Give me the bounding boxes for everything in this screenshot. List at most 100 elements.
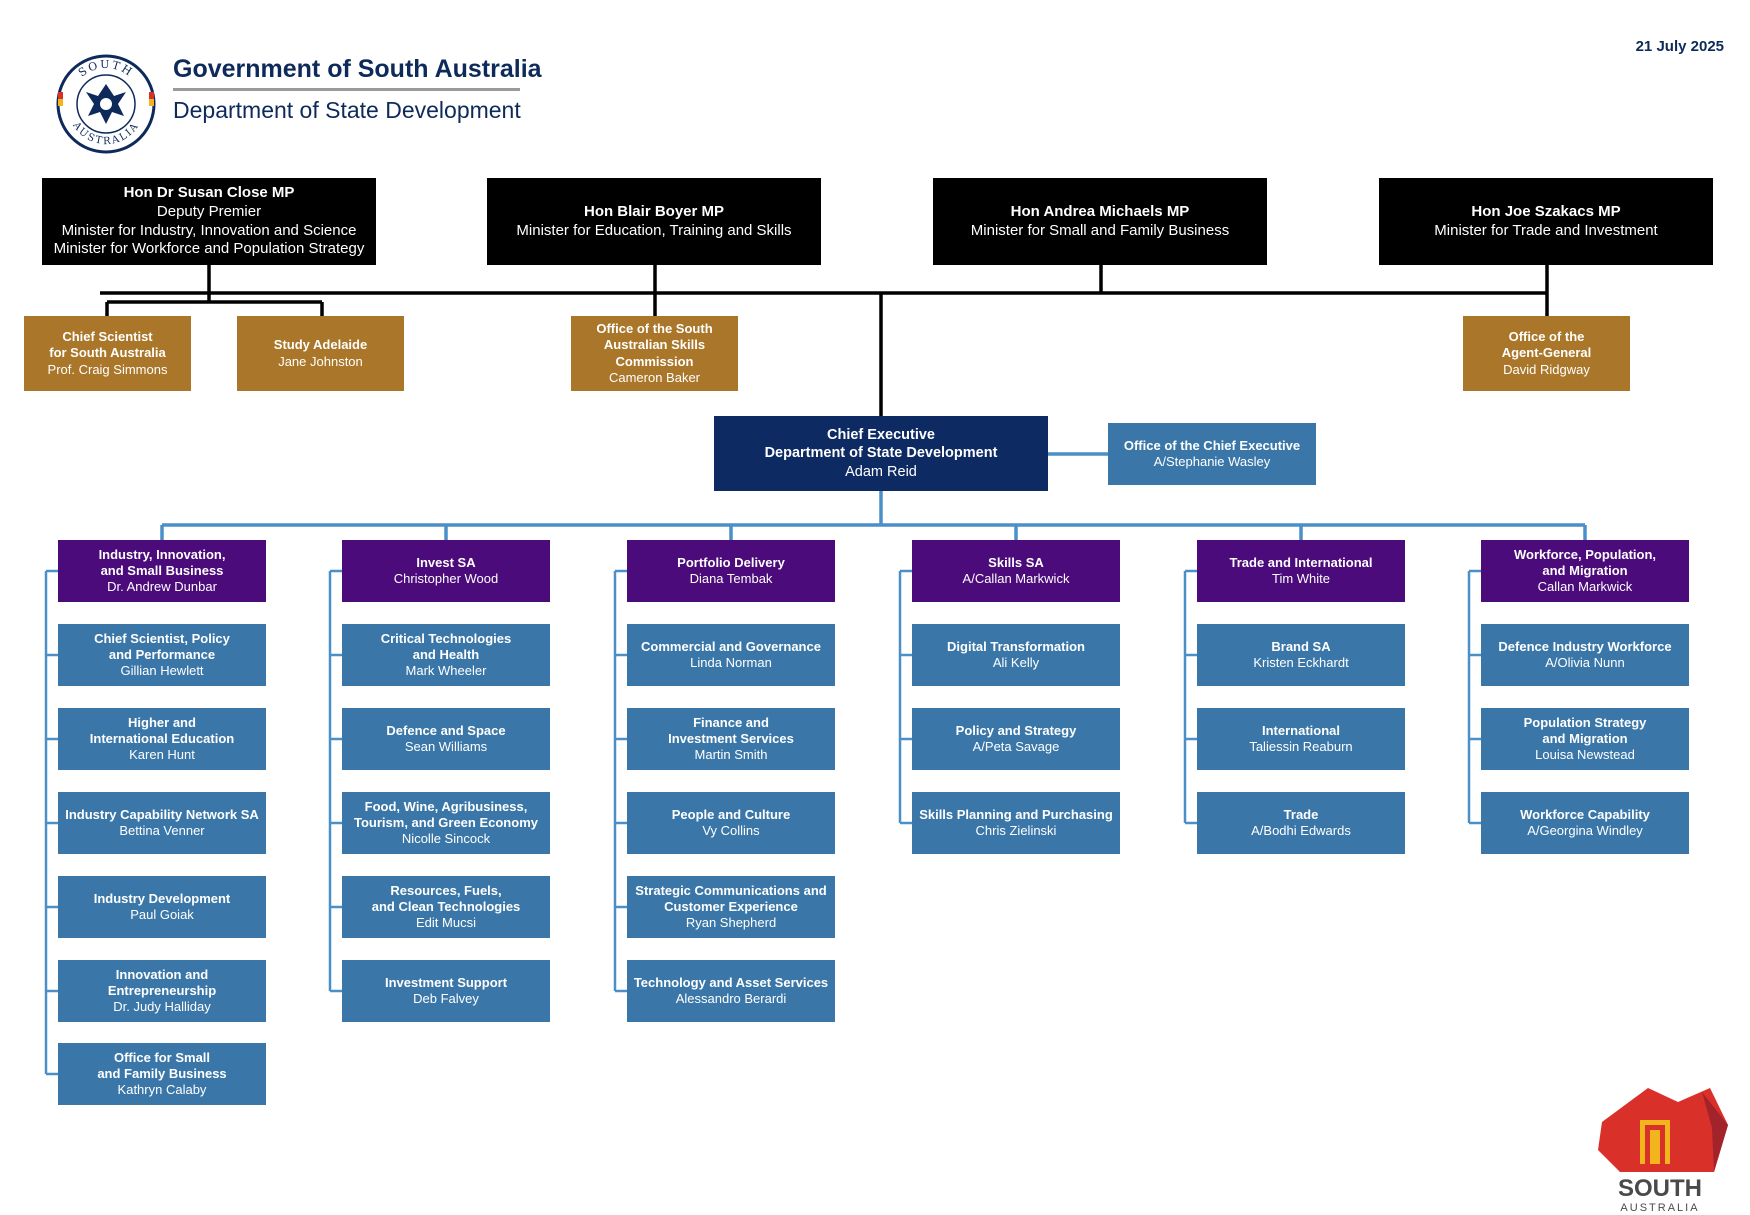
branch-title: Critical Technologies [380, 630, 512, 646]
branch-title: Industry Capability Network SA [65, 806, 259, 822]
branch-title: Policy and Strategy [955, 722, 1077, 738]
branch-title: and Performance [108, 646, 216, 662]
agency-title: Agent-General [1501, 345, 1592, 361]
branch-title: Digital Transformation [947, 638, 1085, 654]
branch-title: Entrepreneurship [107, 982, 217, 998]
division-title: and Small Business [100, 562, 224, 578]
government-title: Government of South Australia [173, 55, 542, 83]
branch-title: Tourism, and Green Economy [354, 814, 538, 830]
minister-portfolio: Minister for Trade and Investment [1434, 221, 1658, 239]
branch-title: Skills Planning and Purchasing [919, 806, 1113, 822]
agency-title: Australian Skills [603, 337, 706, 353]
agency-title: Chief Scientist [62, 329, 153, 345]
branch-box: Food, Wine, Agribusiness,Tourism, and Gr… [342, 792, 550, 854]
chart-date: 21 July 2025 [1635, 38, 1724, 55]
branch-title: Investment Support [384, 974, 508, 990]
branch-head: Bettina Venner [119, 823, 205, 838]
branch-title: and Health [412, 646, 480, 662]
division-title: Skills SA [988, 554, 1044, 570]
south-australia-logo: SOUTH AUSTRALIA [1598, 1088, 1728, 1214]
state-seal-icon: SOUTH AUSTRALIA [56, 54, 156, 154]
exec-title: Department of State Development [764, 445, 998, 462]
branch-title: and Clean Technologies [371, 898, 521, 914]
division-title: Portfolio Delivery [677, 554, 785, 570]
branch-title: Technology and Asset Services [633, 974, 829, 990]
division-head: Christopher Wood [393, 571, 499, 586]
branch-head: A/Peta Savage [972, 739, 1060, 754]
branch-title: People and Culture [671, 806, 791, 822]
minister-portfolio: Minister for Industry, Innovation and Sc… [61, 221, 357, 239]
agency-title: Office of the South [596, 321, 713, 336]
branch-head: Alessandro Berardi [675, 991, 787, 1006]
agency-head: David Ridgway [1503, 361, 1590, 377]
branch-head: Kristen Eckhardt [1253, 655, 1349, 670]
agency-head: Jane Johnston [278, 353, 363, 369]
branch-title: and Migration [1542, 730, 1628, 746]
exec-name: Adam Reid [845, 463, 917, 480]
agency-title: Study Adelaide [273, 337, 368, 353]
branch-head: Vy Collins [702, 823, 760, 838]
minister-name: Hon Joe Szakacs MP [1471, 202, 1621, 220]
branch-title: Finance and [693, 714, 769, 730]
office-title: Office of the Chief Executive [1123, 437, 1301, 453]
branch-title: Industry Development [93, 890, 231, 906]
agency-head: Prof. Craig Simmons [47, 361, 168, 377]
branch-head: Chris Zielinski [975, 823, 1057, 838]
minister-portfolio: Minister for Small and Family Business [970, 221, 1230, 239]
minister-name: Hon Dr Susan Close MP [123, 184, 295, 201]
office-head: A/Stephanie Wasley [1153, 454, 1271, 469]
logo-wordmark-south: SOUTH [1618, 1175, 1702, 1202]
branch-head: Mark Wheeler [405, 663, 487, 679]
division-title: Trade and International [1229, 554, 1373, 570]
branch-head: A/Georgina Windley [1527, 823, 1643, 838]
division-head: Tim White [1271, 571, 1331, 586]
branch-title: Workforce Capability [1520, 806, 1650, 822]
division-head: A/Callan Markwick [962, 571, 1070, 586]
agency-title: Office of the [1508, 329, 1585, 345]
branch-head: A/Bodhi Edwards [1251, 823, 1351, 838]
branch-title: Commercial and Governance [641, 638, 821, 654]
branch-title: International Education [89, 730, 235, 746]
branch-title: Defence Industry Workforce [1498, 638, 1672, 654]
exec-title: Chief Executive [827, 427, 935, 444]
branch-head: Sean Williams [404, 739, 488, 754]
branch-head: Dr. Judy Halliday [113, 999, 211, 1015]
branch-title: Food, Wine, Agribusiness, [364, 798, 528, 814]
branch-title: Customer Experience [664, 898, 798, 914]
branch-title: International [1261, 722, 1340, 738]
branch-head: Martin Smith [694, 747, 768, 763]
branch-head: Nicolle Sincock [401, 831, 491, 847]
branch-title: Office for Small [113, 1049, 211, 1065]
branch-title: Defence and Space [386, 722, 506, 738]
minister-name: Hon Blair Boyer MP [583, 202, 725, 220]
